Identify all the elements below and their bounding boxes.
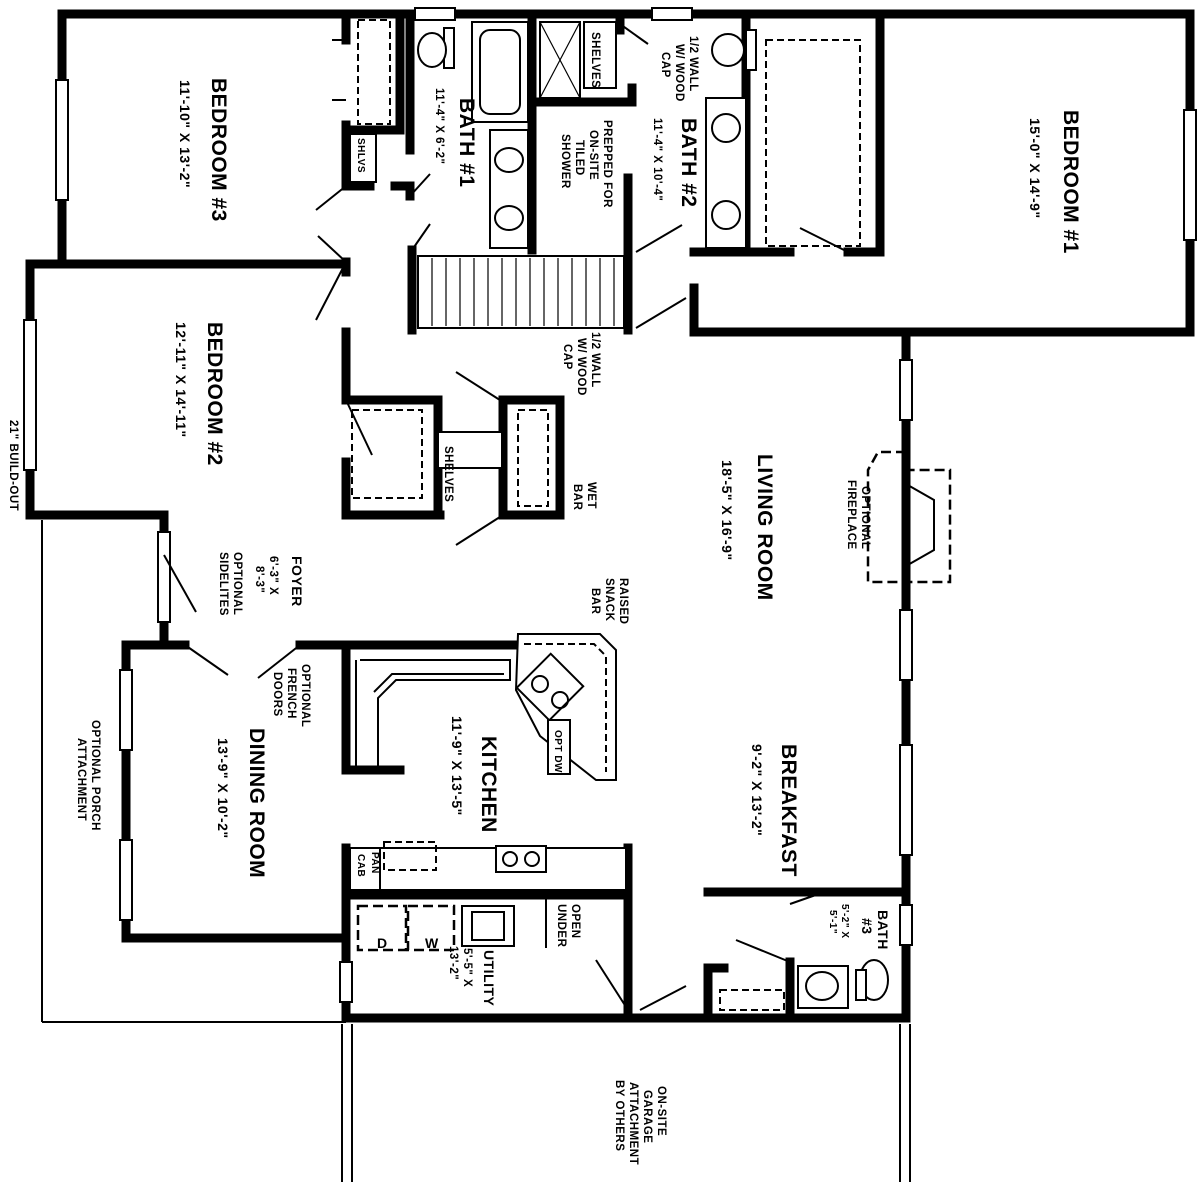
- living-size: 18'-5" X 16'-9": [719, 460, 735, 561]
- porch-note: OPTIONAL PORCH: [89, 720, 101, 831]
- bath3-size1: 5'-2" X: [839, 904, 850, 939]
- half-wall-note-2: 1/2 WALL: [589, 332, 601, 388]
- wet-bar-note: WET: [585, 482, 597, 509]
- windows: [23, 7, 1197, 1003]
- porch-garage-outline: [41, 520, 911, 1182]
- snack-bar-note: BAR: [589, 588, 601, 615]
- garage-note: GARAGE: [641, 1090, 653, 1143]
- living-name: LIVING ROOM: [753, 454, 776, 601]
- open-under-label: OPEN: [569, 904, 581, 939]
- bedroom1-size: 15'-0" X 14'-9": [1027, 118, 1043, 219]
- french-doors-note: DOORS: [271, 672, 283, 717]
- window: [899, 744, 913, 856]
- build-out-note: 21" BUILD-OUT: [7, 420, 19, 511]
- breakfast-size: 9'-2" X 13'-2": [749, 744, 765, 836]
- kitchen-name: KITCHEN: [477, 736, 500, 833]
- garage-note: ON-SITE: [655, 1086, 667, 1136]
- bath3-num: #3: [859, 918, 875, 935]
- breakfast-name: BREAKFAST: [777, 744, 800, 877]
- foyer-name: FOYER: [289, 556, 305, 607]
- dining-size: 13'-9" X 10'-2": [215, 738, 231, 839]
- window: [119, 839, 133, 921]
- shelves-hall-box: [437, 431, 503, 469]
- fireplace-note: FIREPLACE: [845, 480, 857, 550]
- bath3-name: BATH: [875, 910, 891, 950]
- dryer-label: D: [377, 935, 388, 951]
- room-labels: BEDROOM #3 11'-10" X 13'-2" BEDROOM #2 1…: [173, 78, 1082, 1007]
- half-wall-note-1: W/ WOOD: [673, 44, 685, 102]
- foyer-size1: 6'-3" X: [267, 556, 279, 595]
- bath2-size: 11'-4" X 10'-4": [651, 118, 663, 201]
- pan-cab-label: CAB: [355, 854, 366, 877]
- utility-size1: 5'-5" X: [461, 948, 473, 987]
- door-swings: [163, 23, 849, 1011]
- bath1-name: BATH #1: [455, 98, 478, 187]
- garage-note: BY OTHERS: [613, 1080, 625, 1151]
- window: [414, 7, 456, 21]
- foyer-size2: 8'-3": [253, 566, 265, 593]
- opt-dw-label: OPT DW: [552, 730, 563, 773]
- window: [157, 531, 171, 623]
- window: [339, 961, 353, 1003]
- note-labels: 1/2 WALL W/ WOOD CAP 1/2 WALL W/ WOOD CA…: [7, 21, 871, 1165]
- snack-bar-note: RAISED: [617, 578, 629, 624]
- bedroom3-size: 11'-10" X 13'-2": [177, 80, 193, 188]
- bedroom1-name: BEDROOM #1: [1059, 110, 1082, 254]
- bath-fixtures: [417, 21, 889, 1009]
- half-wall-note-2: CAP: [561, 344, 573, 370]
- shelves-hall-label: SHELVES: [442, 446, 454, 502]
- utility-name: UTILITY: [481, 950, 497, 1007]
- kitchen-fixtures: [349, 633, 627, 952]
- pan-cab-label: PAN: [369, 852, 380, 874]
- window: [899, 359, 913, 421]
- sidelites-note: SIDELITES: [217, 552, 229, 616]
- french-doors-note: FRENCH: [285, 668, 297, 719]
- bath1-size: 11'-4" X 6'-2": [433, 88, 445, 164]
- bath3-size2: 5'-1": [827, 910, 838, 934]
- window: [899, 904, 913, 946]
- french-doors-note: OPTIONAL: [299, 664, 311, 727]
- shlvs-box: [349, 133, 377, 183]
- shower-note: SHOWER: [559, 134, 571, 189]
- bedroom2-name: BEDROOM #2: [203, 322, 226, 466]
- window: [899, 609, 913, 681]
- porch-note: ATTACHMENT: [75, 738, 87, 821]
- wet-bar-note: BAR: [571, 484, 583, 511]
- closet-shelves: [351, 19, 861, 1011]
- dining-name: DINING ROOM: [245, 728, 268, 878]
- window: [119, 669, 133, 751]
- window: [651, 7, 693, 21]
- interior-walls: [295, 9, 911, 1023]
- window: [55, 79, 69, 201]
- sidelites-note: OPTIONAL: [231, 552, 243, 615]
- bedroom3-name: BEDROOM #3: [207, 78, 230, 222]
- shower-note: PREPPED FOR: [601, 120, 613, 208]
- shower-note: ON-SITE: [587, 130, 599, 180]
- half-wall-note-1: CAP: [659, 52, 671, 78]
- bedroom2-size: 12'-11" X 14'-11": [173, 322, 189, 438]
- snack-bar-note: SNACK: [603, 578, 615, 622]
- shelves-box: [583, 21, 617, 89]
- utility-size2: 13'-2": [447, 946, 459, 980]
- half-wall-note-2: W/ WOOD: [575, 338, 587, 396]
- washer-label: W: [425, 935, 439, 951]
- half-wall-note-1: 1/2 WALL: [687, 36, 699, 92]
- shower-note: TILED: [573, 140, 585, 176]
- window: [1183, 109, 1197, 241]
- stairs: [417, 255, 625, 329]
- open-under-label: UNDER: [555, 904, 567, 948]
- shlvs-label: SHLVS: [355, 138, 366, 173]
- shelves-top-label: SHELVES: [589, 32, 601, 88]
- kitchen-size: 11'-9" X 13'-5": [449, 716, 465, 816]
- fireplace-note: OPTIONAL: [859, 486, 871, 549]
- fireplace: [866, 450, 952, 584]
- garage-note: ATTACHMENT: [627, 1082, 639, 1165]
- window: [23, 319, 37, 471]
- bath2-name: BATH #2: [677, 118, 700, 207]
